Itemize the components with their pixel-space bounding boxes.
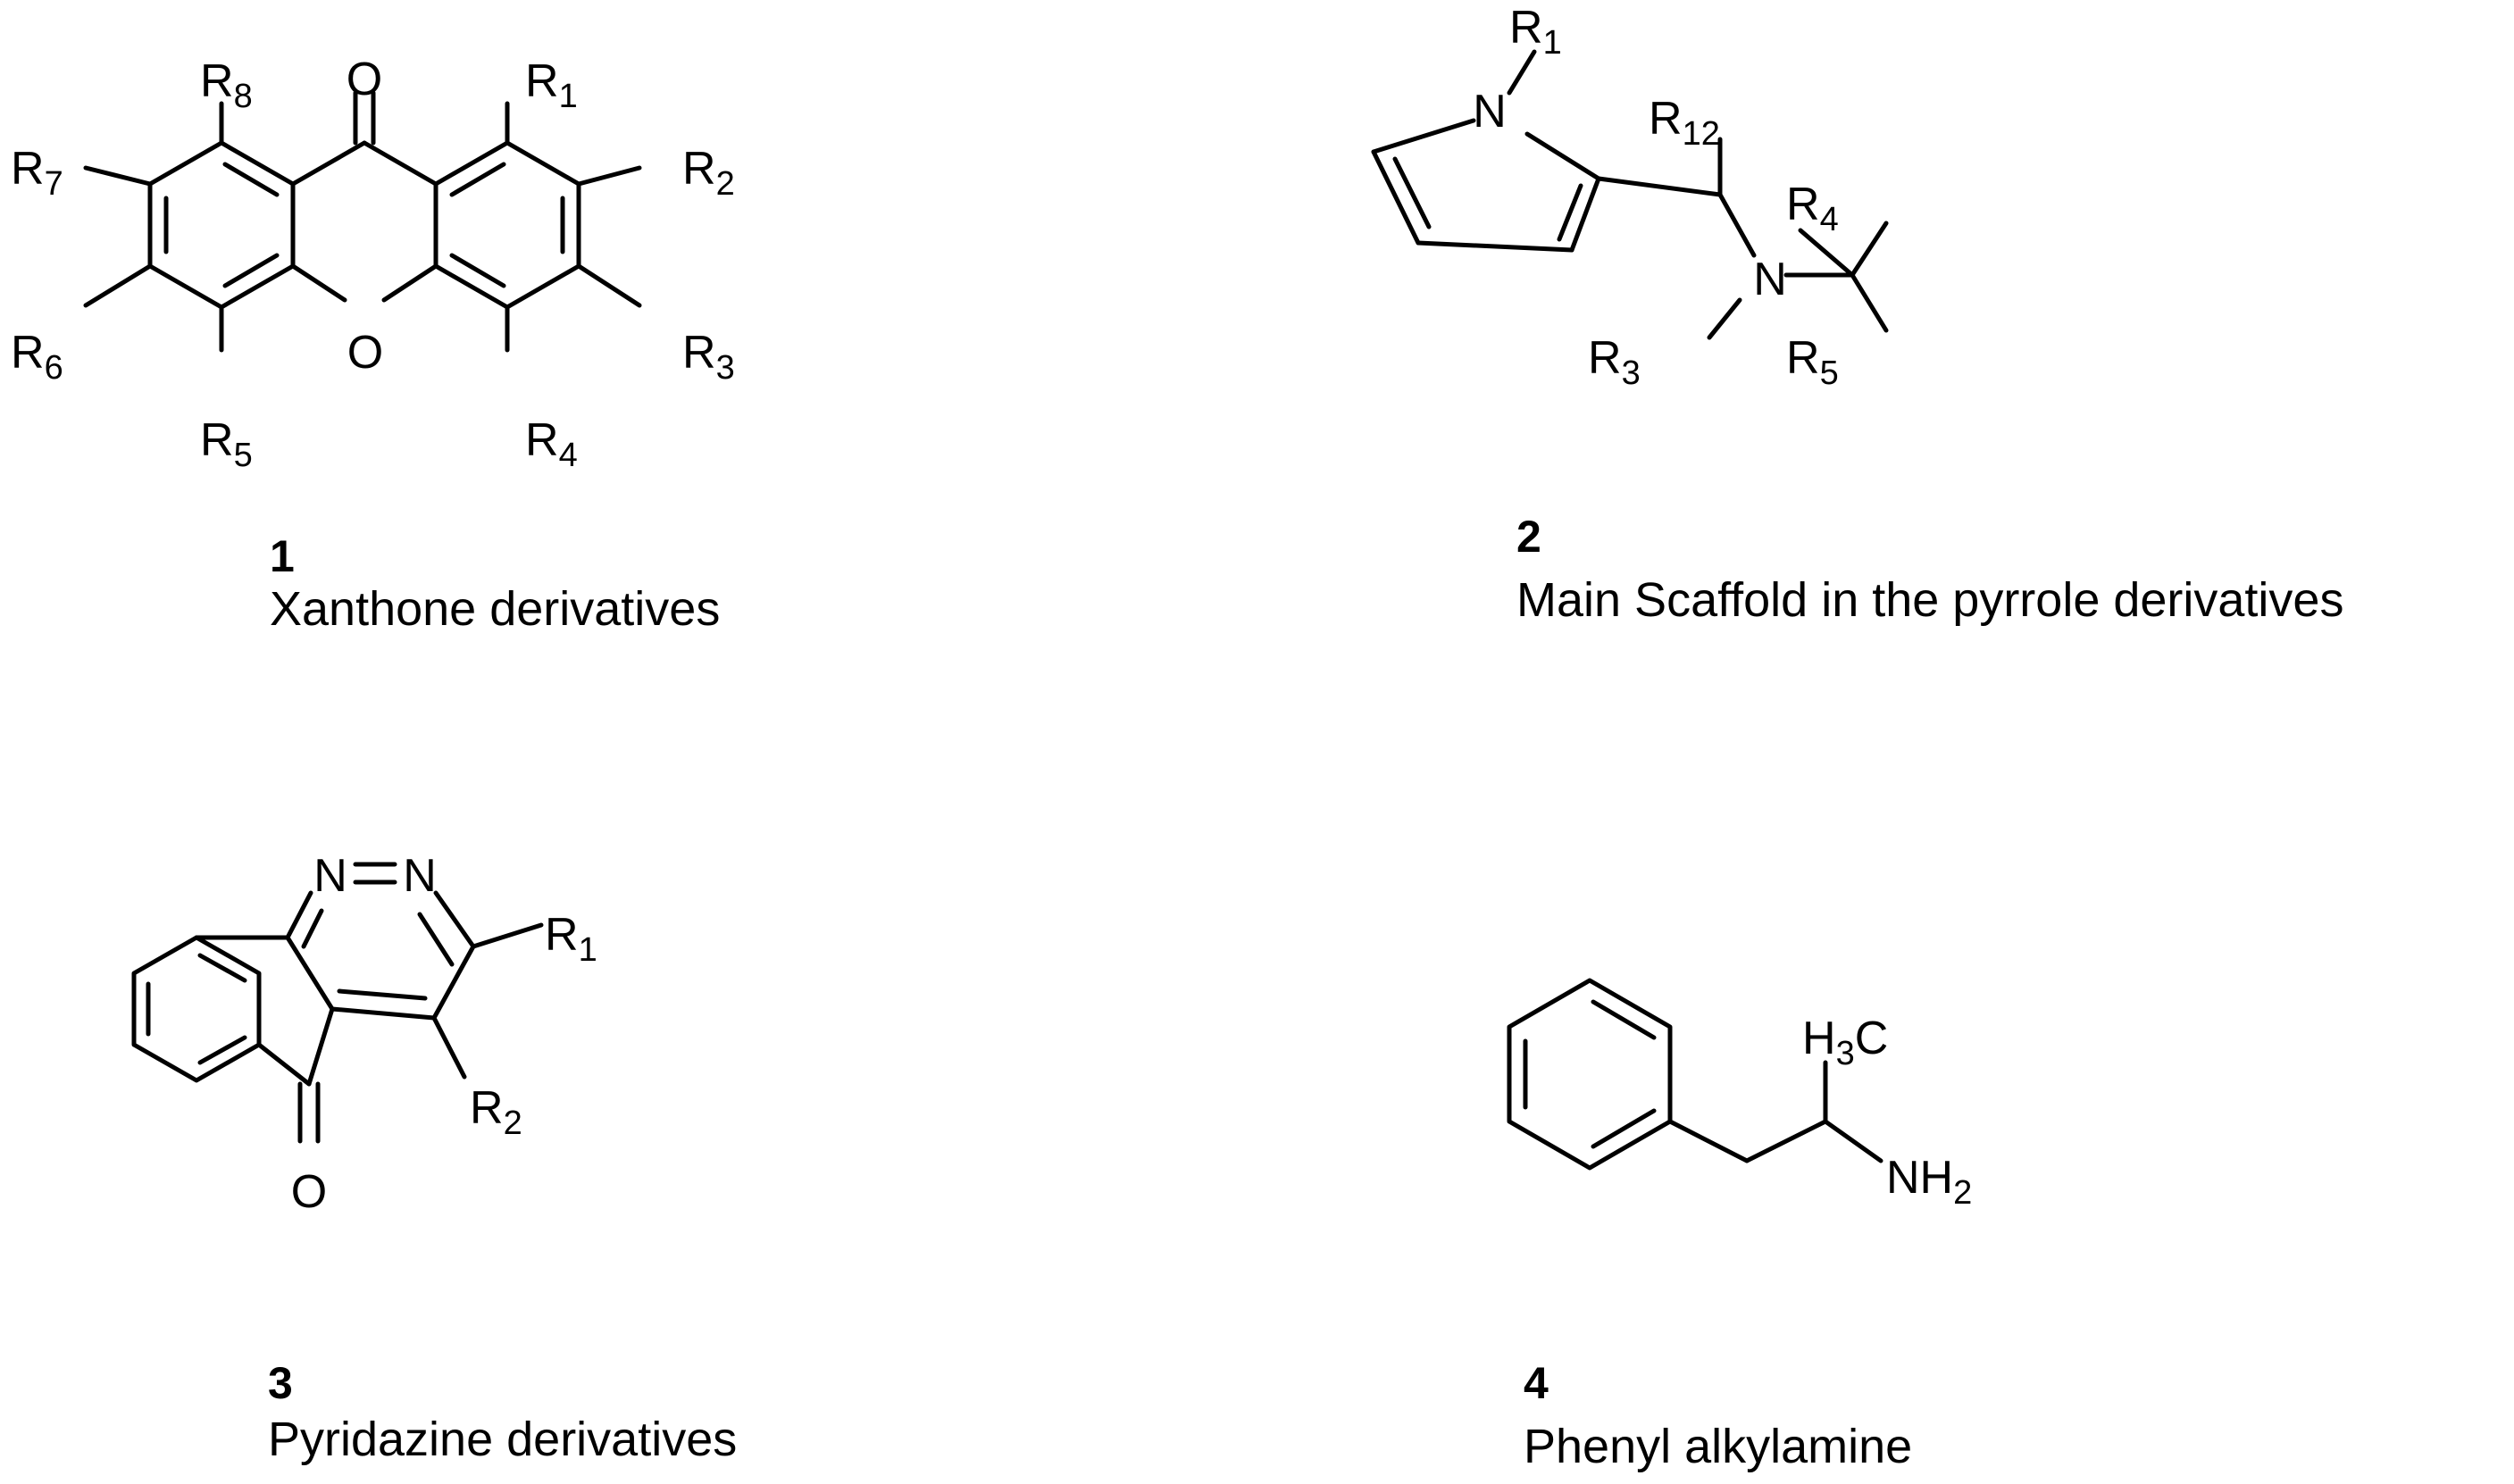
compound-caption: Pyridazine derivatives: [268, 1413, 737, 1466]
atom-label: N: [313, 850, 347, 902]
compound-number: 4: [1524, 1358, 1549, 1408]
atom-label: O: [347, 54, 382, 105]
compound-number: 2: [1516, 512, 1541, 562]
pyridazine-labels: N N O R1 R2: [291, 850, 597, 1218]
phenylalkylamine-labels: H3C NH2: [1802, 1013, 1972, 1212]
phenylalkylamine-structure: [1507, 978, 1883, 1171]
substituent-label: R3: [682, 327, 735, 387]
substituent-label: R1: [525, 55, 578, 115]
compound-number: 3: [268, 1358, 293, 1408]
atom-label: N: [1753, 254, 1787, 305]
substituent-label: R3: [1588, 332, 1641, 392]
pyrrole-labels: N N R1 R12 R4 R3 R5: [1473, 2, 1838, 392]
substituent-label: R4: [525, 414, 578, 474]
pyridazine-structure: [131, 862, 544, 1144]
substituent-label: R2: [470, 1082, 522, 1142]
atom-label: O: [291, 1166, 327, 1218]
substituent-label: R7: [11, 143, 63, 203]
substituent-label: R2: [682, 143, 735, 203]
compound-number: 1: [270, 531, 295, 581]
pyrrole-structure: [1371, 49, 1889, 340]
atom-label: O: [347, 327, 383, 379]
substituent-label: R5: [1786, 332, 1839, 392]
substituent-label: R12: [1649, 93, 1720, 153]
amine-label: NH2: [1886, 1152, 1972, 1212]
atom-label: N: [1473, 86, 1507, 138]
atom-label: N: [403, 850, 437, 902]
substituent-label: R4: [1786, 179, 1839, 238]
xanthone-structure: [83, 90, 642, 353]
substituent-label: R8: [200, 55, 253, 115]
compound-caption: Xanthone derivatives: [270, 582, 720, 636]
substituent-label: R1: [545, 909, 597, 969]
substituent-label: R1: [1509, 2, 1562, 62]
compound-caption: Phenyl alkylamine: [1524, 1420, 1912, 1473]
substituent-label: R6: [11, 327, 63, 387]
xanthone-labels: O O R8 R7 R6 R5 R1 R2 R3 R4: [11, 54, 735, 474]
compound-caption: Main Scaffold in the pyrrole derivatives: [1516, 573, 2343, 627]
substituent-label: R5: [200, 414, 253, 474]
methyl-label: H3C: [1802, 1013, 1888, 1072]
